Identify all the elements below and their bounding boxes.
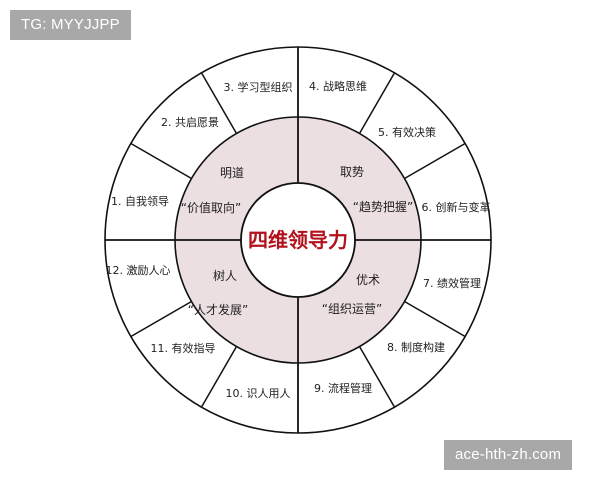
quadrant-subtitle-shuren: “人才发展” xyxy=(188,302,248,317)
outer-ring-dividers xyxy=(130,72,466,408)
quadrant-name-qushi: 取势 xyxy=(340,165,364,179)
segment-label-4: 4. 战略思维 xyxy=(309,79,367,93)
segment-label-2: 2. 共启愿景 xyxy=(161,116,219,129)
segment-label-1: 1. 自我领导 xyxy=(111,195,169,208)
diagram-title: 四维领导力 xyxy=(248,228,348,252)
quadrant-subtitle-qushi: “趋势把握” xyxy=(353,199,413,214)
segment-label-11: 11. 有效指导 xyxy=(151,341,216,355)
segment-label-10: 10. 识人用人 xyxy=(226,387,291,400)
segment-label-3: 3. 学习型组织 xyxy=(224,80,293,94)
quadrant-subtitle-mingdao: “价值取向” xyxy=(181,200,241,215)
quadrant-name-shuren: 树人 xyxy=(213,268,237,283)
inner-circle xyxy=(240,182,356,298)
segment-label-8: 8. 制度构建 xyxy=(387,340,445,354)
quadrant-name-mingdao: 明道 xyxy=(220,166,244,180)
watermark-top-left: TG: MYYJJPP xyxy=(10,10,131,40)
watermark-bottom-right: ace-hth-zh.com xyxy=(444,440,573,470)
segment-label-5: 5. 有效决策 xyxy=(378,125,436,139)
segment-label-9: 9. 流程管理 xyxy=(314,381,372,395)
segment-label-12: 12. 激励人心 xyxy=(106,263,171,277)
segment-label-7: 7. 绩效管理 xyxy=(423,276,481,290)
segment-label-6: 6. 创新与变革 xyxy=(422,200,491,214)
quadrant-subtitle-youshu: “组织运营” xyxy=(322,302,382,316)
quadrant-name-youshu: 优术 xyxy=(356,273,380,287)
